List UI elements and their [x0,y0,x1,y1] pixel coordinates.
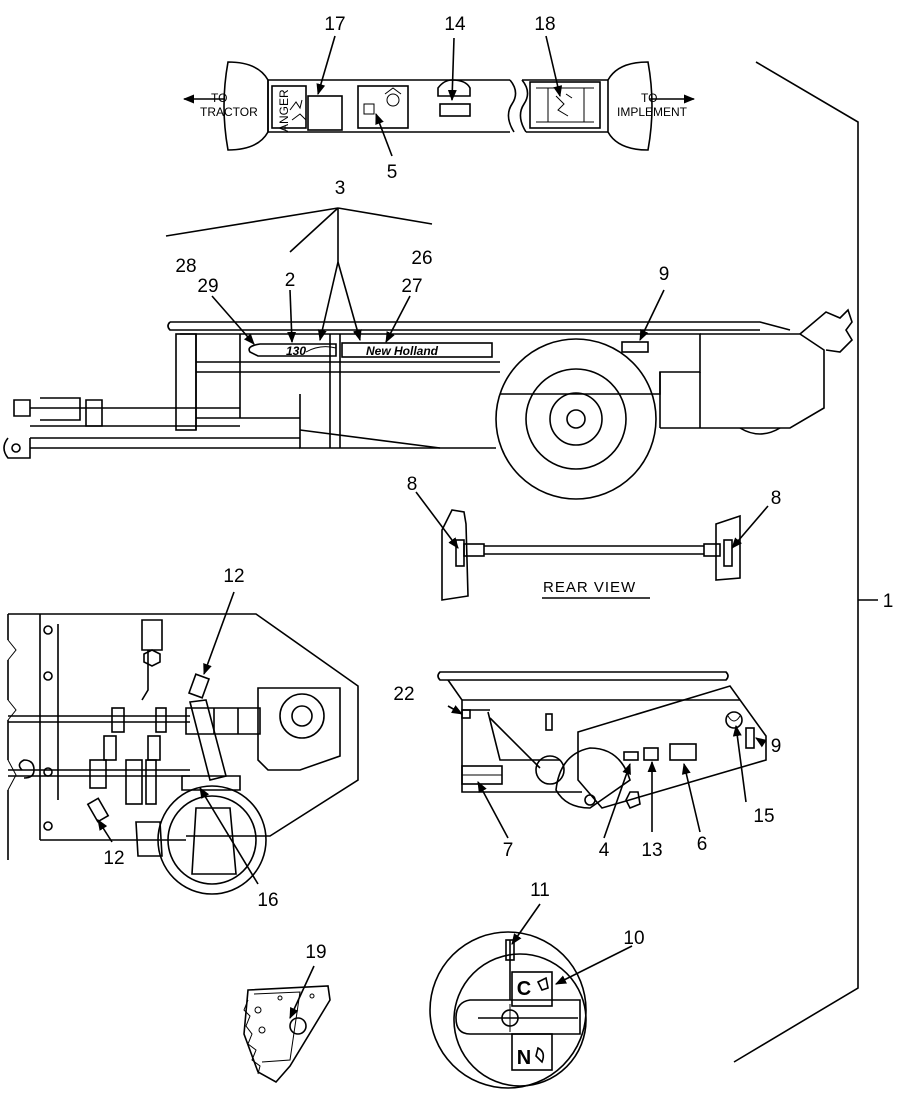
decal-11 [505,939,515,961]
model-decal-text: 130 [286,344,306,358]
decal-6 [669,743,697,761]
dial-detail: C N [429,931,587,1089]
brand-decal-text: New Holland [366,344,439,358]
callout-6: 6 [697,834,708,855]
callout-11: 11 [530,880,550,901]
decal-4 [623,751,639,761]
dial-letter-c: C [517,978,531,1000]
callout-13: 13 [641,840,662,861]
pto-shaft: ANGER TO TRACTOR TO IMPLEMENT [182,61,696,151]
tractor-label: TRACTOR [200,105,258,119]
callout-5: 5 [387,162,398,183]
callout-26: 26 [411,248,432,269]
callout-10: 10 [623,928,644,949]
decal-10-upper [511,971,553,1007]
decal-17 [307,95,343,131]
callout-8-right: 8 [771,488,782,509]
rear-view-label: REAR VIEW [543,579,636,596]
callout-17: 17 [324,14,345,35]
callout-14: 14 [444,14,466,35]
callout-4: 4 [599,840,610,861]
callout-8-left: 8 [407,474,418,495]
callout-12-upper: 12 [223,566,244,587]
callout-16: 16 [257,890,278,911]
decal-22 [461,709,471,719]
callout-22: 22 [393,684,414,705]
spreader-side-view: 130 New Holland [3,308,854,500]
callout-27: 27 [401,276,422,297]
decal-18 [529,81,601,129]
callout-7: 7 [503,840,514,861]
callout-9-right: 9 [771,736,782,757]
decal-9-front [745,727,755,749]
decal-19-bracket [243,985,331,1084]
callout-29: 29 [197,276,218,297]
decal-5 [357,85,409,129]
callout-12-lower: 12 [103,848,124,869]
callout-18: 18 [534,14,555,35]
decal-29 [248,343,337,357]
to-label-right: TO [641,91,657,105]
decal-14 [437,79,471,97]
callout-28: 28 [175,256,196,277]
spreader-front-view [437,671,767,810]
callout-1: 1 [883,591,894,612]
decal-12-upper [187,673,211,699]
callout-numbers: 17 14 18 5 3 28 26 2 29 27 9 8 8 1 12 12… [103,14,893,963]
decal-27 [341,342,493,358]
callout-2: 2 [285,270,296,291]
decal-9-side [621,341,649,353]
decal-10-lower [511,1033,553,1071]
bracket-1 [733,61,859,1063]
decal-12-lower [86,797,110,823]
callout-15: 15 [753,806,774,827]
nh-logo-decal [725,711,743,729]
callout-3: 3 [335,178,346,199]
decal-13 [643,747,659,761]
to-label-left: TO [211,91,227,105]
implement-label: IMPLEMENT [617,105,688,119]
danger-decal-text: ANGER [277,89,291,132]
callout-19: 19 [305,942,326,963]
drive-detail [7,613,359,895]
dial-letter-n: N [517,1047,531,1069]
rear-view: REAR VIEW [441,509,741,601]
callout-9-top: 9 [659,264,670,285]
